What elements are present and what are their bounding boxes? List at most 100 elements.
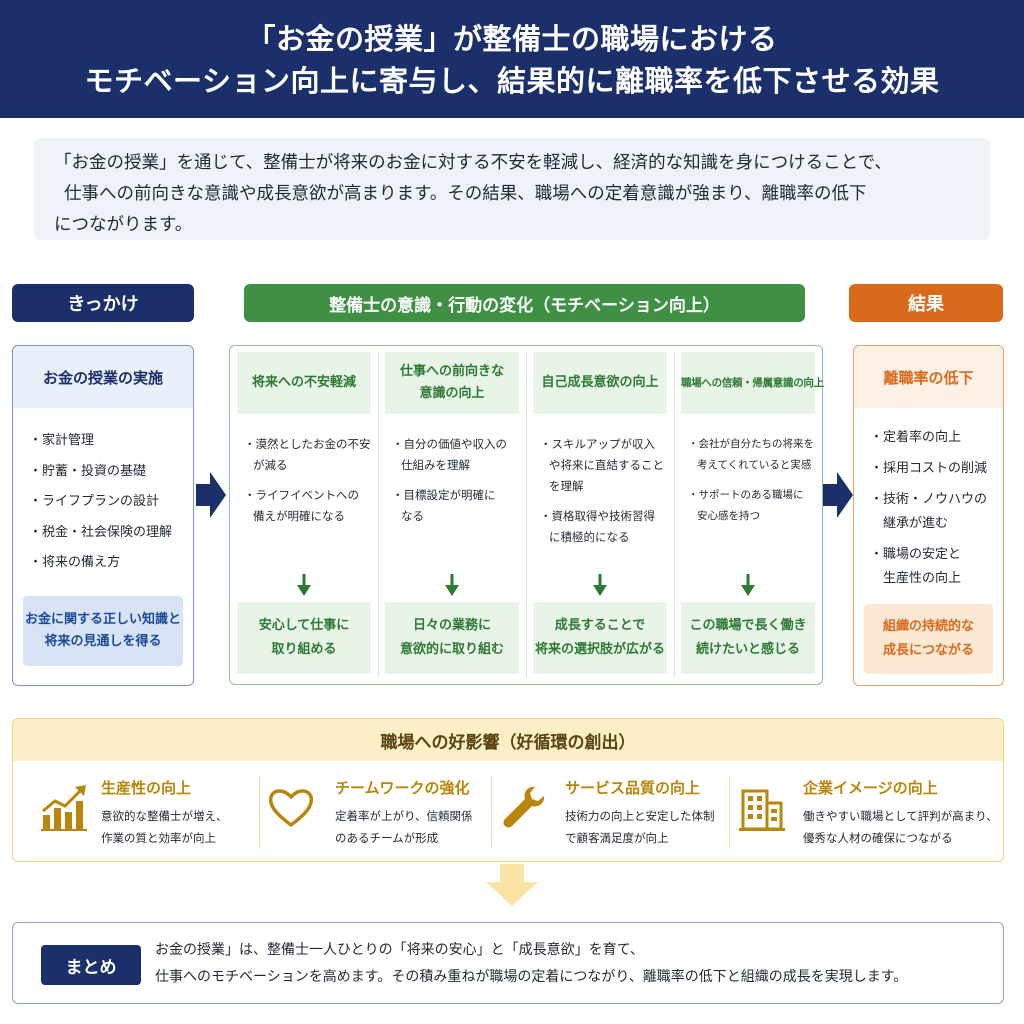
list-item: ・スキルアップが収入や将来に直結することを理解 [540, 434, 668, 497]
impact-card-title: サービス品質の向上 [565, 779, 701, 797]
trigger-outcome-line: お金に関する正しい知識と [24, 612, 181, 627]
impact-desc-line: 定着率が上がり、信頼関係 [335, 809, 473, 823]
growth-chart-icon [41, 785, 87, 831]
impact-desc-line: で顧客満足度が向上 [565, 831, 669, 845]
change-result-line: 成長することで [554, 618, 646, 633]
category-result-label: 結果 [849, 284, 1003, 322]
trigger-box: お金の授業の実施 ・家計管理 ・貯蓄・投資の基礎 ・ライフプランの設計 ・税金・… [12, 345, 194, 686]
change-column-title: 仕事への前向きな 意識の向上 [385, 352, 519, 414]
list-line: ・技術・ノウハウの [870, 492, 988, 507]
card-divider [729, 775, 730, 847]
impact-title: 職場への好影響（好循環の創出） [13, 719, 1003, 761]
list-line: を理解 [549, 479, 584, 493]
list-item: ・自分の価値や収入の仕組みを理解 [392, 434, 520, 476]
change-title-line: 自己成長意欲の向上 [541, 375, 659, 390]
impact-desc-line: 働きやすい職場として評判が高まり、 [803, 809, 998, 823]
list-line: ・資格取得や技術習得 [540, 509, 655, 523]
building-icon [739, 789, 785, 831]
list-line: ・ライフイベントへの [244, 488, 359, 502]
intro-line: 仕事への前向きな意識や成長意欲が高まります。その結果、職場への定着意識が強まり、… [64, 184, 867, 204]
list-line: ・漠然としたお金の不安 [244, 437, 371, 451]
list-item: ・技術・ノウハウの 継承が進む [870, 488, 1003, 536]
result-outcome: 組織の持続的な 成長につながる [864, 604, 993, 674]
list-item: ・ライフイベントへの備えが明確になる [244, 485, 372, 527]
result-outcome-line: 成長につながる [882, 643, 974, 658]
intro-box: 「お金の授業」を通じて、整備士が将来のお金に対する不安を軽減し、経済的な知識を身… [34, 138, 990, 240]
change-column-result: 日々の業務に 意欲的に取り組む [385, 602, 519, 674]
arrow-down-icon [593, 574, 607, 596]
list-item: ・目標設定が明確になる [392, 485, 520, 527]
list-line: なる [401, 509, 424, 523]
summary-box: まとめ お金の授業」は、整備士一人ひとりの「将来の安心」と「成長意欲」を育て、 … [12, 922, 1004, 1004]
change-item-list: ・会社が自分たちの将来を考えてくれていると実感 ・サポートのある職場に安心感を持… [688, 434, 816, 536]
change-result-line: 日々の業務に [412, 618, 491, 633]
change-item-list: ・自分の価値や収入の仕組みを理解 ・目標設定が明確になる [392, 434, 520, 536]
list-line: ・定着率の向上 [870, 430, 962, 445]
arrow-down-icon [297, 574, 311, 596]
trigger-list: ・家計管理 ・貯蓄・投資の基礎 ・ライフプランの設計 ・税金・社会保険の理解 ・… [13, 408, 193, 579]
impact-card: チームワークの強化 定着率が上がり、信頼関係 のあるチームが形成 [265, 773, 485, 853]
result-title: 離職率の低下 [854, 346, 1003, 408]
list-line: ・目標設定が明確に [392, 488, 496, 502]
list-line: 備えが明確になる [253, 509, 345, 523]
change-result-line: 取り組める [271, 642, 337, 657]
change-column: 将来への不安軽減 ・漠然としたお金の不安が減る ・ライフイベントへの備えが明確に… [230, 346, 378, 684]
page-title-line-2: モチベーション向上に寄与し、結果的に離職率を低下させる効果 [84, 64, 940, 98]
list-item: ・会社が自分たちの将来を考えてくれていると実感 [688, 434, 816, 476]
card-divider [491, 775, 492, 847]
heart-icon [268, 789, 314, 827]
summary-line: お金の授業」は、整備士一人ひとりの「将来の安心」と「成長意欲」を育て、 [155, 942, 644, 958]
impact-section: 職場への好影響（好循環の創出） 生産性の向上 意欲的な整備士が増え、 作業の質と… [12, 718, 1004, 862]
trigger-outcome-line: 将来の見通しを得る [44, 634, 162, 649]
list-line: 安心感を持つ [697, 510, 760, 522]
trigger-title: お金の授業の実施 [13, 346, 193, 408]
list-item: ・税金・社会保険の理解 [29, 524, 173, 540]
impact-card-title: 企業イメージの向上 [803, 779, 938, 797]
list-item: ・資格取得や技術習得に積極的になる [540, 506, 668, 548]
category-change-label: 整備士の意識・行動の変化（モチベーション向上） [244, 284, 805, 322]
change-item-list: ・スキルアップが収入や将来に直結することを理解 ・資格取得や技術習得に積極的にな… [540, 434, 668, 557]
list-line: や将来に直結すること [549, 458, 664, 472]
arrow-down-icon [486, 864, 538, 906]
change-title-line: 職場への信頼・帰属意識の向上 [681, 377, 824, 389]
page-header: 「お金の授業」が整備士の職場における モチベーション向上に寄与し、結果的に離職率… [0, 0, 1024, 118]
result-list: ・定着率の向上 ・採用コストの削減 ・技術・ノウハウの 継承が進む ・職場の安定… [854, 408, 1003, 591]
list-line: に積極的になる [549, 530, 630, 544]
change-column-result: この職場で長く働き 続けたいと感じる [681, 602, 815, 674]
page-title-line-1: 「お金の授業」が整備士の職場における [246, 22, 778, 56]
list-line: 仕組みを理解 [401, 458, 470, 472]
arrow-down-icon [741, 574, 755, 596]
change-column: 職場への信頼・帰属意識の向上 ・会社が自分たちの将来を考えてくれていると実感 ・… [674, 346, 824, 684]
change-title-line: 将来への不安軽減 [251, 375, 356, 390]
list-line: ・会社が自分たちの将来を [688, 438, 814, 450]
impact-card-desc: 意欲的な整備士が増え、 作業の質と効率が向上 [101, 805, 228, 849]
list-item: ・採用コストの削減 [870, 457, 1003, 481]
summary-badge: まとめ [41, 945, 141, 985]
card-divider [259, 775, 260, 847]
result-box: 離職率の低下 ・定着率の向上 ・採用コストの削減 ・技術・ノウハウの 継承が進む… [853, 345, 1004, 686]
list-line: 生産性の向上 [870, 571, 962, 586]
impact-desc-line: 作業の質と効率が向上 [101, 831, 216, 845]
impact-desc-line: 技術力の向上と安定した体制 [565, 809, 715, 823]
intro-line: 「お金の授業」を通じて、整備士が将来のお金に対する不安を軽減し、経済的な知識を身… [54, 153, 892, 173]
change-result-line: 意欲的に取り組む [399, 642, 504, 657]
trigger-outcome: お金に関する正しい知識と 将来の見通しを得る [23, 596, 183, 666]
list-line: ・スキルアップが収入 [540, 437, 655, 451]
list-item: ・将来の備え方 [29, 555, 121, 570]
change-title-line: 意識の向上 [419, 386, 485, 401]
change-result-line: 将来の選択肢が広がる [534, 642, 665, 657]
change-title-line: 仕事への前向きな [399, 364, 504, 379]
wrench-icon [503, 786, 545, 828]
arrow-right-icon [823, 472, 853, 518]
change-result-line: 続けたいと感じる [695, 642, 800, 657]
list-item: ・定着率の向上 [870, 426, 1003, 450]
list-line: が減る [253, 458, 288, 472]
arrow-down-icon [445, 574, 459, 596]
list-line: 考えてくれていると実感 [697, 459, 812, 471]
change-result-line: 安心して仕事に [258, 618, 350, 633]
change-result-line: この職場で長く働き [689, 618, 807, 633]
change-column: 自己成長意欲の向上 ・スキルアップが収入や将来に直結することを理解 ・資格取得や… [526, 346, 674, 684]
list-item: ・ライフプランの設計 [29, 494, 160, 509]
impact-card: 企業イメージの向上 働きやすい職場として評判が高まり、 優秀な人材の確保につなが… [735, 773, 998, 853]
list-item: ・職場の安定と 生産性の向上 [870, 543, 1003, 591]
